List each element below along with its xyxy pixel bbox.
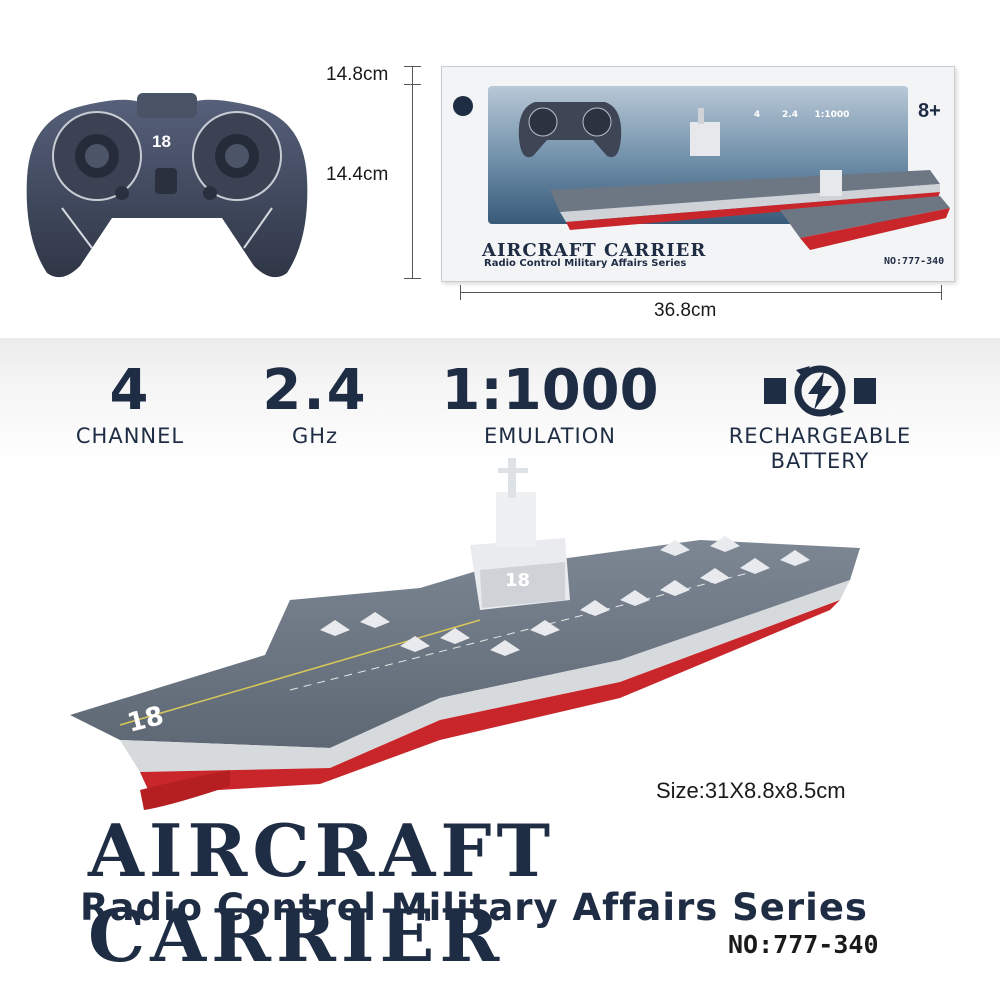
spec-frequency-value: 2.4: [262, 358, 368, 423]
dimension-tick-left: [460, 285, 461, 300]
box-mini-spec-1-value: 4: [753, 110, 761, 120]
dimension-tick-top: [404, 66, 421, 67]
aircraft-carrier-image: 18 18: [70, 458, 860, 810]
product-title: AIRCRAFT CARRIER: [88, 808, 556, 978]
remote-controller-image: [26, 93, 308, 278]
ship-size-text: Size:31X8.8x8.5cm: [656, 778, 846, 803]
box-subtitle: Radio Control Military Affairs Series: [484, 258, 687, 269]
spec-battery: RECHARGEABLE BATTERY: [700, 362, 940, 474]
box-remote-image: [518, 102, 622, 158]
box-model-no: NO:777-340: [884, 256, 945, 267]
box-mini-spec-3-value: 1:1000: [814, 110, 850, 120]
spec-channel-label: CHANNEL: [75, 424, 185, 448]
box-mini-spec-1: 4: [745, 110, 769, 120]
spec-emulation-label: EMULATION: [484, 424, 616, 448]
box-title: AIRCRAFT CARRIER: [482, 240, 707, 261]
box-mini-spec-2: 2.4: [778, 110, 802, 120]
spec-frequency-label: GHz: [291, 424, 339, 448]
box-mini-spec-2-value: 2.4: [782, 110, 798, 120]
product-model-number: NO:777-340: [728, 930, 879, 959]
dimension-top-offset: 14.8cm: [326, 64, 389, 85]
remote-channel-label: 18: [152, 132, 171, 151]
spec-emulation-value: 1:1000: [441, 358, 659, 423]
spec-emulation: 1:1000 EMULATION: [430, 362, 670, 449]
dimension-tick-mid: [404, 84, 421, 85]
dimension-width: 36.8cm: [654, 300, 717, 321]
spec-battery-label: RECHARGEABLE BATTERY: [728, 424, 912, 473]
spec-channel-value: 4: [109, 358, 151, 423]
spec-channel: 4 CHANNEL: [60, 362, 200, 449]
box-logo-icon: [453, 96, 473, 116]
spec-band-background: [0, 338, 1000, 468]
dimension-line-vertical: [412, 66, 413, 278]
box-mini-spec-3: 1:1000: [812, 110, 852, 120]
dimension-tick-bottom: [404, 278, 421, 279]
deck-aircraft-group: [320, 536, 810, 656]
rechargeable-battery-icon: [764, 365, 876, 417]
dimension-line-horizontal: [460, 292, 942, 293]
dimension-tick-right: [941, 285, 942, 300]
box-age-badge: 8+: [918, 100, 941, 122]
dimension-height: 14.4cm: [326, 164, 389, 185]
island-hull-number: 18: [505, 570, 530, 591]
box-ship-image: [550, 108, 950, 250]
product-subtitle: Radio Control Military Affairs Series: [80, 886, 868, 929]
spec-frequency: 2.4 GHz: [245, 362, 385, 449]
